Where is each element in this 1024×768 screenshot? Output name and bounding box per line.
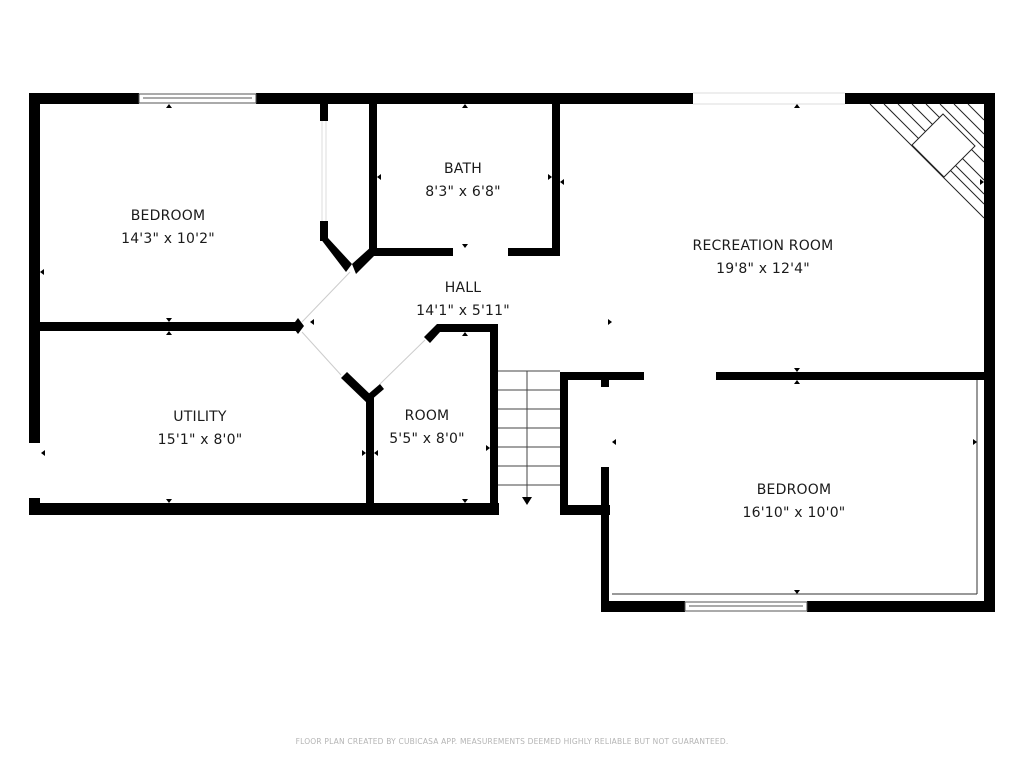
- room-name: RECREATION ROOM: [692, 238, 834, 254]
- fireplace-icon: [869, 103, 985, 219]
- room-dimensions: 15'1" x 8'0": [157, 432, 243, 448]
- room-name: ROOM: [404, 408, 450, 424]
- windows: [138, 92, 978, 612]
- walls: [29, 93, 995, 612]
- room-name: UTILITY: [173, 409, 227, 425]
- room-label-utility: UTILITY 15'1" x 8'0": [158, 406, 243, 452]
- room-label-recreation-room: RECREATION ROOM 19'8" x 12'4": [693, 235, 834, 281]
- room-dimensions: 19'8" x 12'4": [716, 261, 810, 277]
- room-dimensions: 14'1" x 5'11": [416, 303, 510, 319]
- room-dimensions: 8'3" x 6'8": [425, 184, 501, 200]
- room-label-hall: HALL 14'1" x 5'11": [416, 277, 510, 323]
- room-name: BATH: [444, 161, 482, 177]
- disclaimer-footer: FLOOR PLAN CREATED BY CUBICASA APP. MEAS…: [295, 737, 729, 746]
- room-label-bath: BATH 8'3" x 6'8": [425, 158, 501, 204]
- measurement-ticks: [40, 104, 984, 594]
- room-label-bedroom-1: BEDROOM 14'3" x 10'2": [121, 205, 215, 251]
- stairs-down: [498, 370, 560, 505]
- room-name: HALL: [444, 280, 482, 296]
- room-dimensions: 5'5" x 8'0": [389, 431, 465, 447]
- room-label-bedroom-2: BEDROOM 16'10" x 10'0": [743, 479, 846, 525]
- room-dimensions: 14'3" x 10'2": [121, 231, 215, 247]
- room-name: BEDROOM: [756, 482, 832, 498]
- room-name: BEDROOM: [130, 208, 206, 224]
- room-label-room: ROOM 5'5" x 8'0": [389, 405, 465, 451]
- room-dimensions: 16'10" x 10'0": [742, 505, 846, 521]
